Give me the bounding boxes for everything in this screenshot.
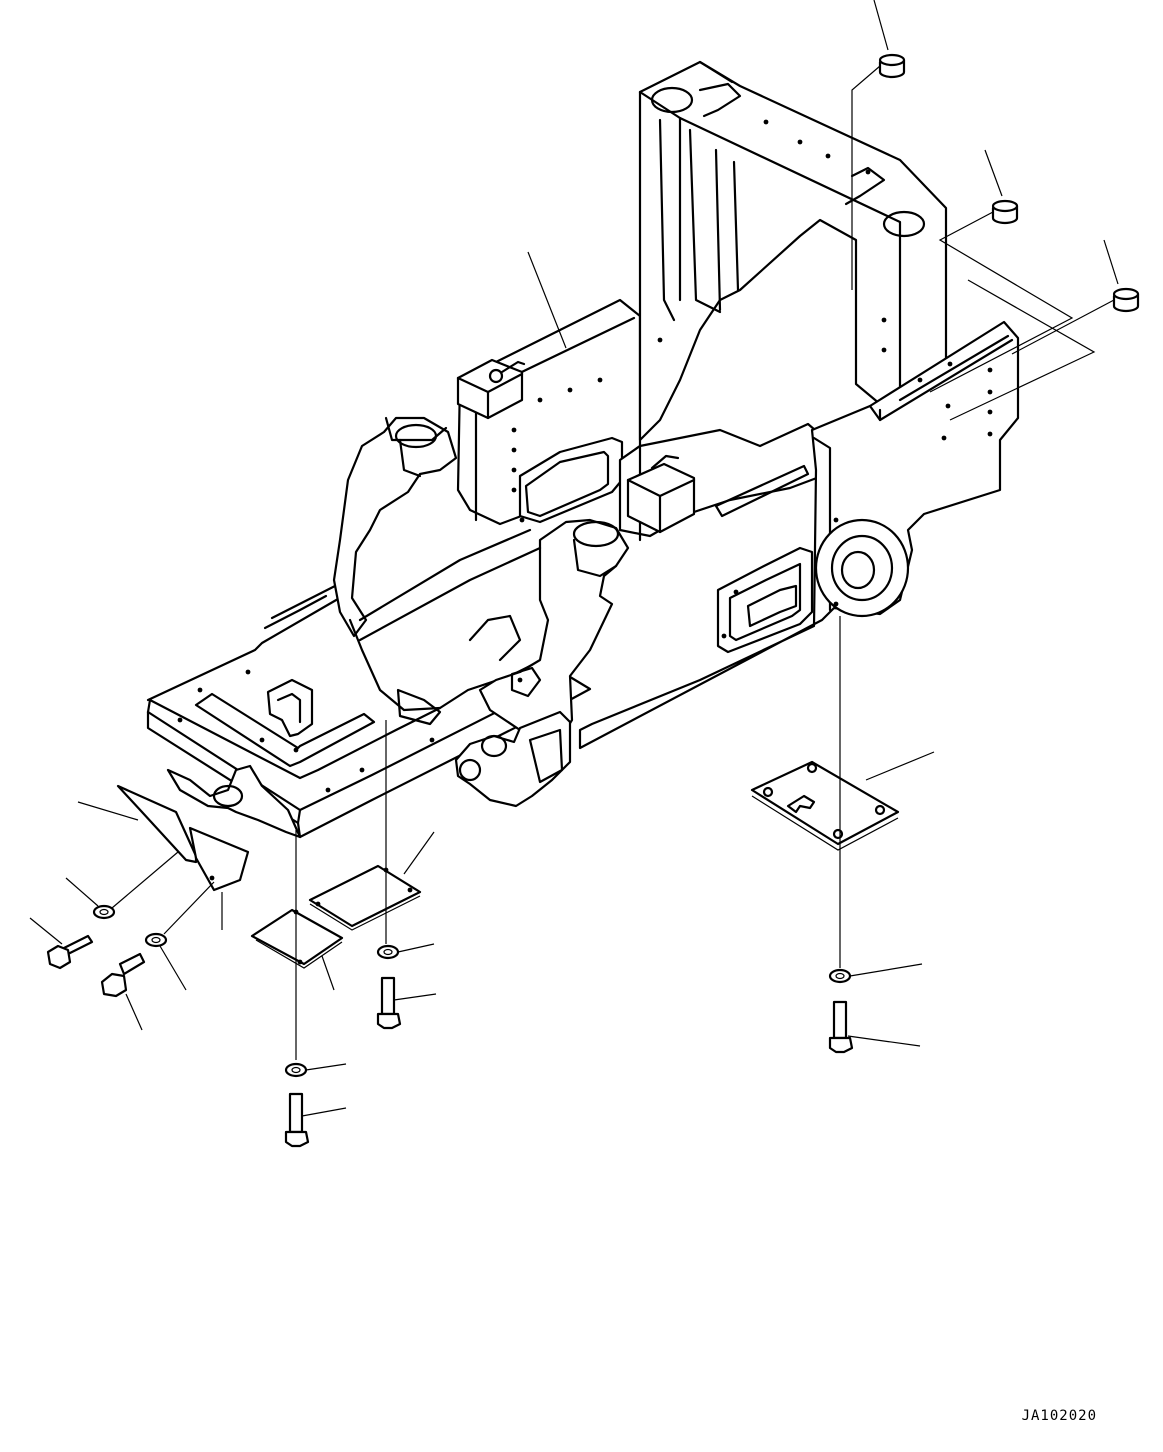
rubber-stopper-3 [1103, 239, 1140, 313]
bolt-1 [29, 917, 94, 970]
bolt-3 [376, 976, 437, 1030]
washer-4 [284, 1062, 347, 1078]
stopper-leader-lines [851, 65, 1115, 421]
rear-cover [750, 751, 935, 851]
drawing-code: JA102020 [1021, 1408, 1097, 1424]
under-cover-2 [308, 831, 435, 931]
washer-2 [144, 881, 215, 991]
frame-leader [527, 251, 567, 349]
front-cover-1 [77, 784, 198, 864]
frame-bolt-holes [177, 119, 993, 793]
main-frame [146, 60, 1020, 839]
rubber-stopper-2 [984, 149, 1019, 225]
under-cover-1 [250, 908, 344, 991]
bolt-5 [828, 1000, 921, 1054]
washer-5 [828, 963, 923, 984]
rubber-stopper-1 [873, 0, 906, 79]
bolt-4 [284, 1092, 347, 1148]
front-cover-2 [188, 826, 250, 930]
washer-3 [376, 943, 435, 960]
washer-1 [65, 851, 179, 920]
bolt-2 [100, 952, 146, 1031]
